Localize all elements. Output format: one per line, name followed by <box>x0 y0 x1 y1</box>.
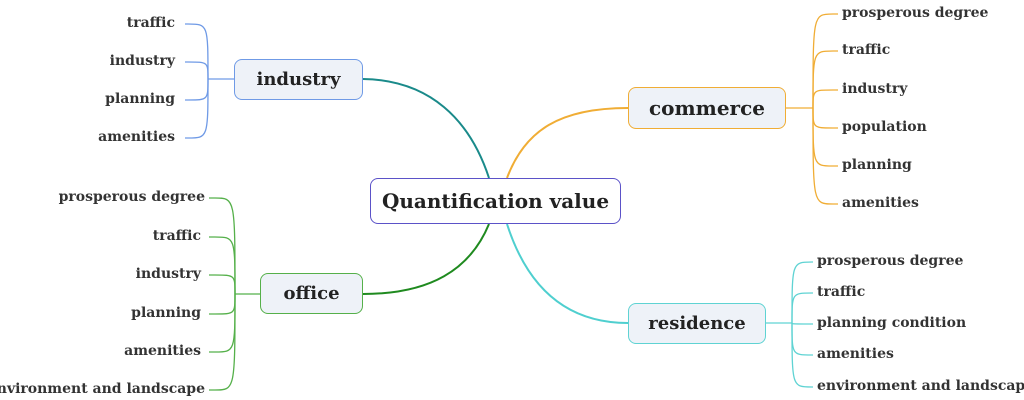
leaf-office-4: amenities <box>124 343 201 359</box>
leaf-residence-1: traffic <box>817 284 866 300</box>
leaf-office-2: industry <box>135 266 201 282</box>
edge-root-industry <box>362 78 490 179</box>
leaf-commerce-3: population <box>842 119 927 135</box>
tree-residence-branch-3 <box>791 322 813 356</box>
tree-residence-branch-1 <box>791 292 813 324</box>
edge-root-office <box>362 223 490 295</box>
branch-industry-label: industry <box>256 69 341 90</box>
branch-office-label: office <box>283 283 340 304</box>
leaf-industry-1: industry <box>109 53 175 69</box>
leaf-residence-3: amenities <box>817 346 894 362</box>
leaf-commerce-5: amenities <box>842 195 919 211</box>
leaf-office-3: planning <box>131 305 201 321</box>
leaf-commerce-1: traffic <box>842 42 891 58</box>
tree-industry-branch-3 <box>185 78 209 139</box>
tree-office-branch-0 <box>209 197 236 295</box>
tree-office-branch-1 <box>209 236 236 295</box>
tree-commerce-branch-0 <box>812 13 838 109</box>
leaf-office-0: prosperous degree <box>58 189 205 205</box>
leaf-office-5: environment and landscape <box>0 381 205 397</box>
leaf-residence-4: environment and landscape <box>817 378 1024 394</box>
branch-industry[interactable]: industry <box>234 59 363 100</box>
tree-office-branch-4 <box>209 293 236 353</box>
edge-root-commerce <box>506 107 629 179</box>
branch-office[interactable]: office <box>260 273 363 314</box>
tree-office-branch-5 <box>209 293 236 391</box>
leaf-residence-2: planning condition <box>817 315 967 331</box>
leaf-commerce-4: planning <box>842 157 912 173</box>
branch-residence-label: residence <box>648 313 746 334</box>
leaf-commerce-0: prosperous degree <box>842 5 989 21</box>
root-label: Quantification value <box>381 189 610 213</box>
branch-residence[interactable]: residence <box>628 303 766 344</box>
tree-industry-branch-1 <box>185 61 209 80</box>
leaf-residence-0: prosperous degree <box>817 253 964 269</box>
branch-commerce-label: commerce <box>648 96 765 120</box>
tree-office-branch-2 <box>209 274 236 295</box>
branch-commerce[interactable]: commerce <box>628 87 786 129</box>
tree-commerce-branch-2 <box>812 89 838 109</box>
tree-industry-branch-0 <box>185 23 209 80</box>
tree-commerce-branch-3 <box>812 107 838 129</box>
tree-industry-branch-2 <box>185 78 209 101</box>
leaf-industry-2: planning <box>105 91 175 107</box>
tree-commerce-branch-5 <box>812 107 838 205</box>
tree-commerce-branch-4 <box>812 107 838 167</box>
tree-office-branch-3 <box>209 293 236 315</box>
tree-residence-branch-4 <box>791 322 813 388</box>
leaf-industry-0: traffic <box>126 15 175 31</box>
root-node[interactable]: Quantification value <box>370 178 621 224</box>
tree-commerce-branch-1 <box>812 50 838 109</box>
edge-root-residence <box>506 223 629 324</box>
leaf-commerce-2: industry <box>842 81 908 97</box>
leaf-office-1: traffic <box>152 228 201 244</box>
tree-residence-branch-2 <box>791 322 813 325</box>
leaf-industry-3: amenities <box>98 129 175 145</box>
